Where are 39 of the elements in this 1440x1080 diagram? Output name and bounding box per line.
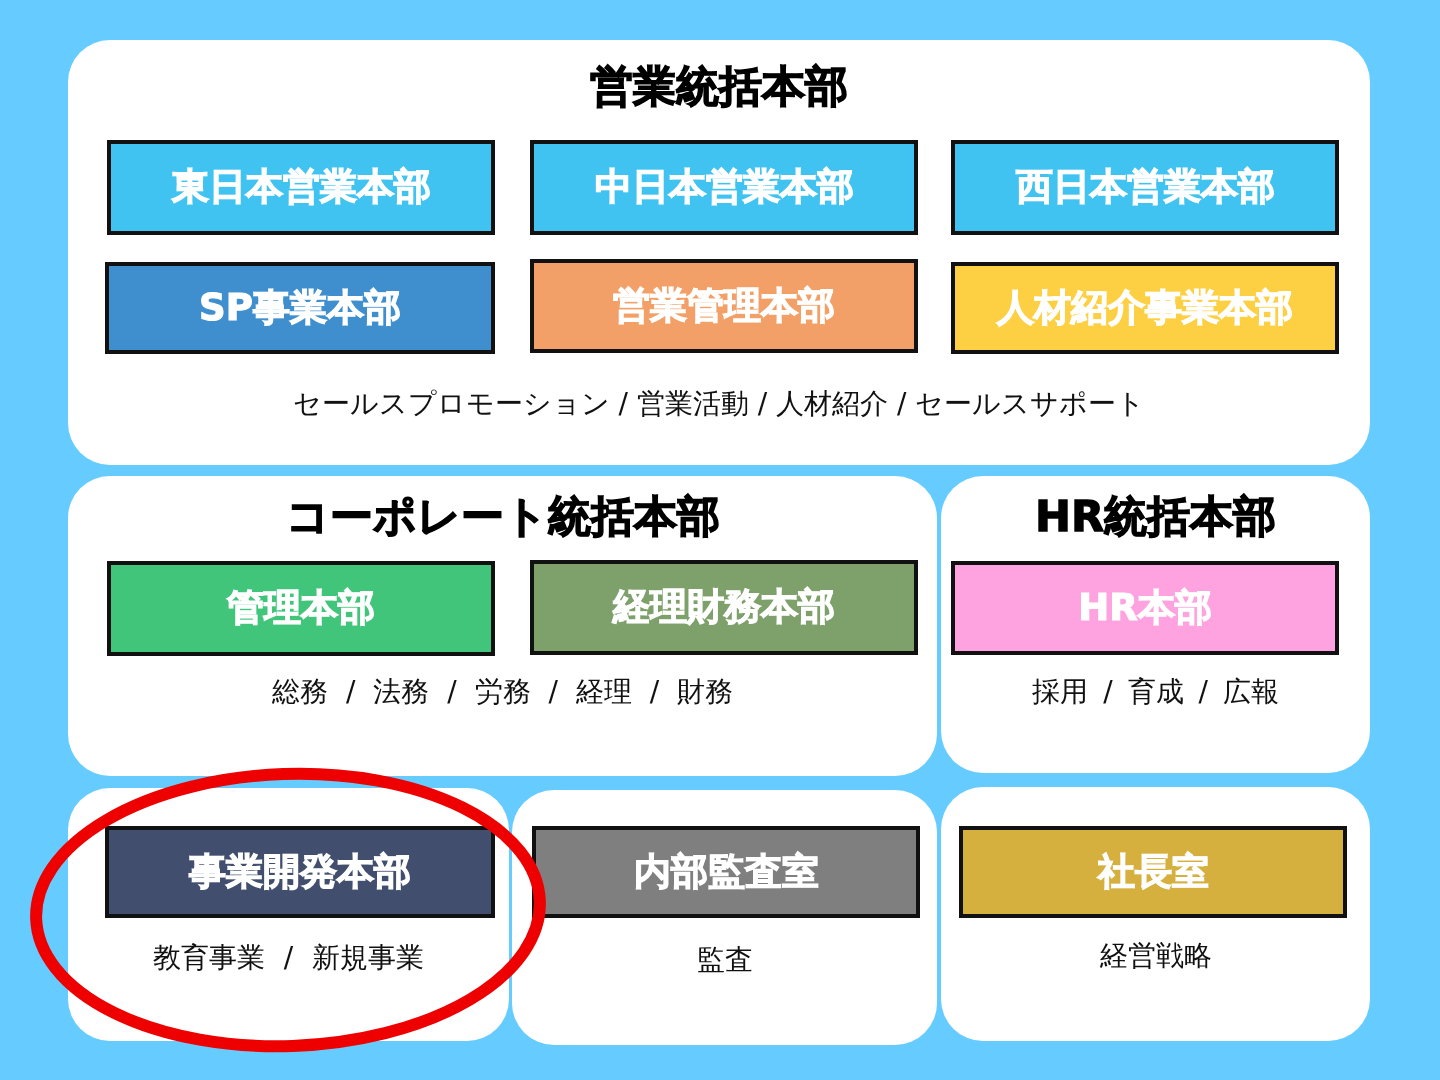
department-box [951, 140, 1339, 235]
division-title: コーポレート統括本部 [285, 491, 720, 543]
department-name: SP事業本部 [199, 286, 401, 330]
division-duties: 採用 / 育成 / 広報 [1032, 675, 1279, 709]
department-box [951, 561, 1339, 655]
division-duties: 教育事業 / 新規事業 [152, 941, 425, 975]
department-box [530, 560, 918, 655]
department-name: 東日本営業本部 [171, 166, 431, 209]
division-panel [941, 476, 1370, 773]
department-name: 人材紹介事業本部 [997, 286, 1293, 330]
department-name: 内部監査室 [633, 850, 819, 894]
department-name: 中日本営業本部 [594, 166, 854, 209]
department-box [959, 826, 1347, 918]
division-title: HR統括本部 [1034, 491, 1277, 543]
department-name: 管理本部 [227, 587, 375, 630]
department-name: 事業開発本部 [189, 850, 411, 894]
department-box [107, 561, 495, 656]
division-title: 営業統括本部 [590, 61, 848, 113]
division-duties: セールスプロモーション / 営業活動 / 人材紹介 / セールスサポート [292, 387, 1146, 421]
department-name: 経理財務本部 [613, 586, 835, 629]
department-name: HR本部 [1078, 586, 1212, 630]
division-panel [68, 476, 937, 776]
department-box [105, 262, 495, 354]
department-box [530, 259, 918, 353]
division-panel [68, 40, 1370, 465]
department-box [107, 140, 495, 235]
department-name: 西日本営業本部 [1015, 166, 1275, 209]
division-panel [68, 788, 509, 1041]
department-box [532, 826, 920, 918]
division-duties: 監査 [696, 943, 753, 977]
department-box [105, 826, 495, 918]
department-name: 営業管理本部 [613, 284, 835, 328]
department-box [530, 140, 918, 235]
division-duties: 経営戦略 [1099, 939, 1212, 973]
department-name: 社長室 [1097, 850, 1209, 894]
department-box [951, 262, 1339, 354]
division-panel [512, 790, 937, 1045]
division-duties: 総務 / 法務 / 労務 / 経理 / 財務 [272, 675, 733, 709]
division-panel [941, 787, 1370, 1041]
